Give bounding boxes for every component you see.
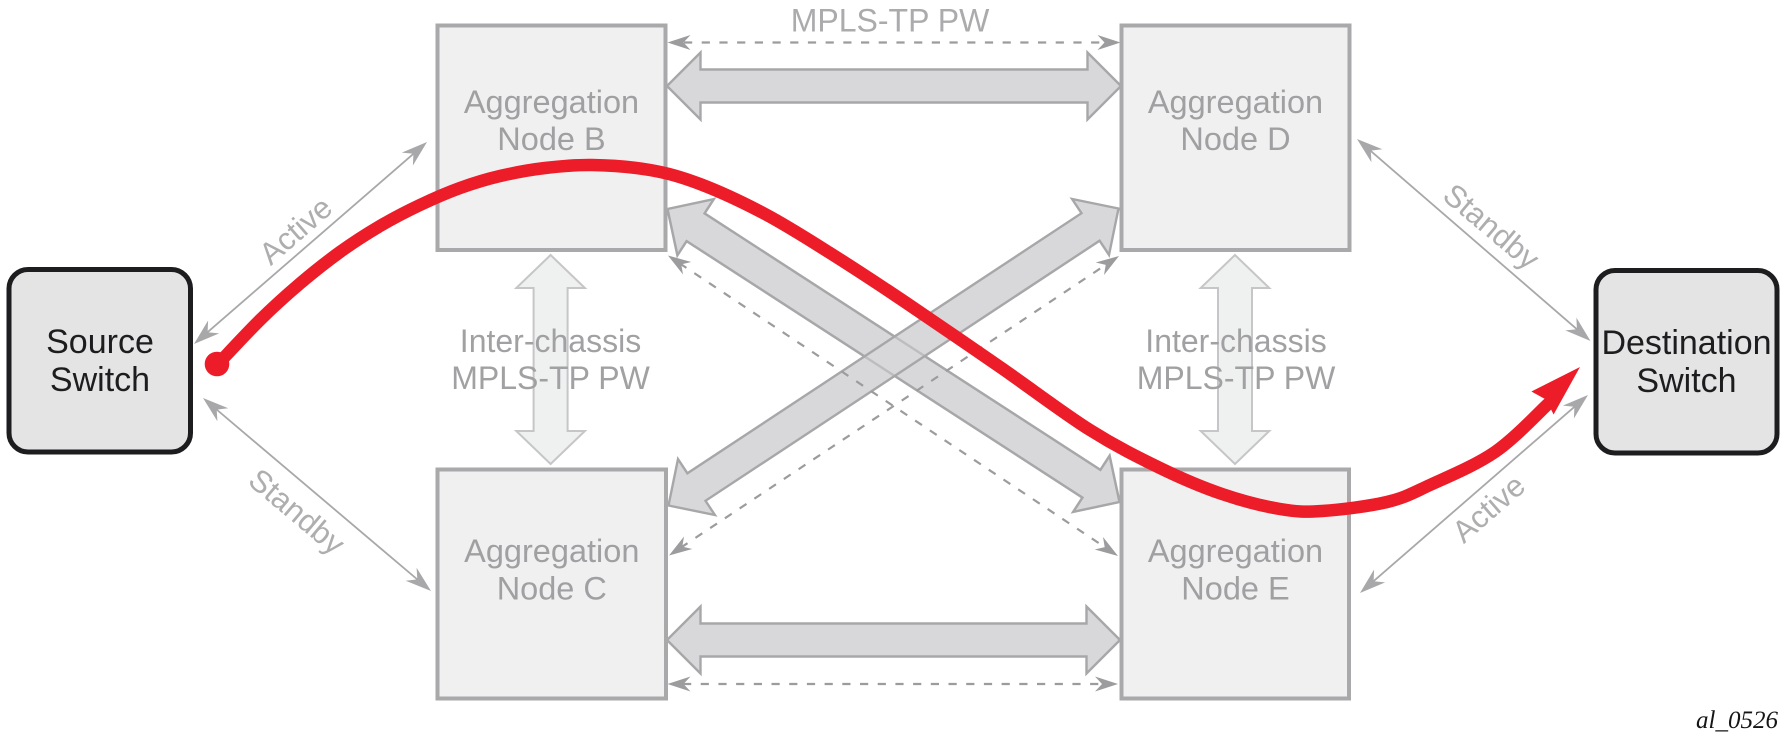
svg-text:al_0526: al_0526 bbox=[1696, 707, 1778, 734]
svg-text:MPLS-TP PW: MPLS-TP PW bbox=[451, 360, 650, 396]
svg-text:Node D: Node D bbox=[1180, 121, 1290, 157]
svg-text:Inter-chassis: Inter-chassis bbox=[1145, 323, 1326, 359]
svg-text:MPLS-TP PW: MPLS-TP PW bbox=[1137, 360, 1336, 396]
svg-text:Source: Source bbox=[46, 323, 154, 361]
svg-text:Aggregation: Aggregation bbox=[1148, 533, 1323, 569]
svg-text:Aggregation: Aggregation bbox=[1148, 84, 1323, 120]
svg-text:Switch: Switch bbox=[1636, 362, 1736, 400]
svg-text:Node B: Node B bbox=[497, 121, 605, 157]
svg-text:Aggregation: Aggregation bbox=[464, 84, 639, 120]
svg-text:Destination: Destination bbox=[1601, 324, 1771, 362]
svg-text:Switch: Switch bbox=[50, 361, 150, 399]
svg-text:MPLS-TP PW: MPLS-TP PW bbox=[791, 3, 990, 39]
svg-text:Aggregation: Aggregation bbox=[464, 533, 639, 569]
svg-text:Node C: Node C bbox=[497, 571, 607, 607]
svg-text:Inter-chassis: Inter-chassis bbox=[460, 323, 641, 359]
svg-text:Node E: Node E bbox=[1181, 571, 1289, 607]
